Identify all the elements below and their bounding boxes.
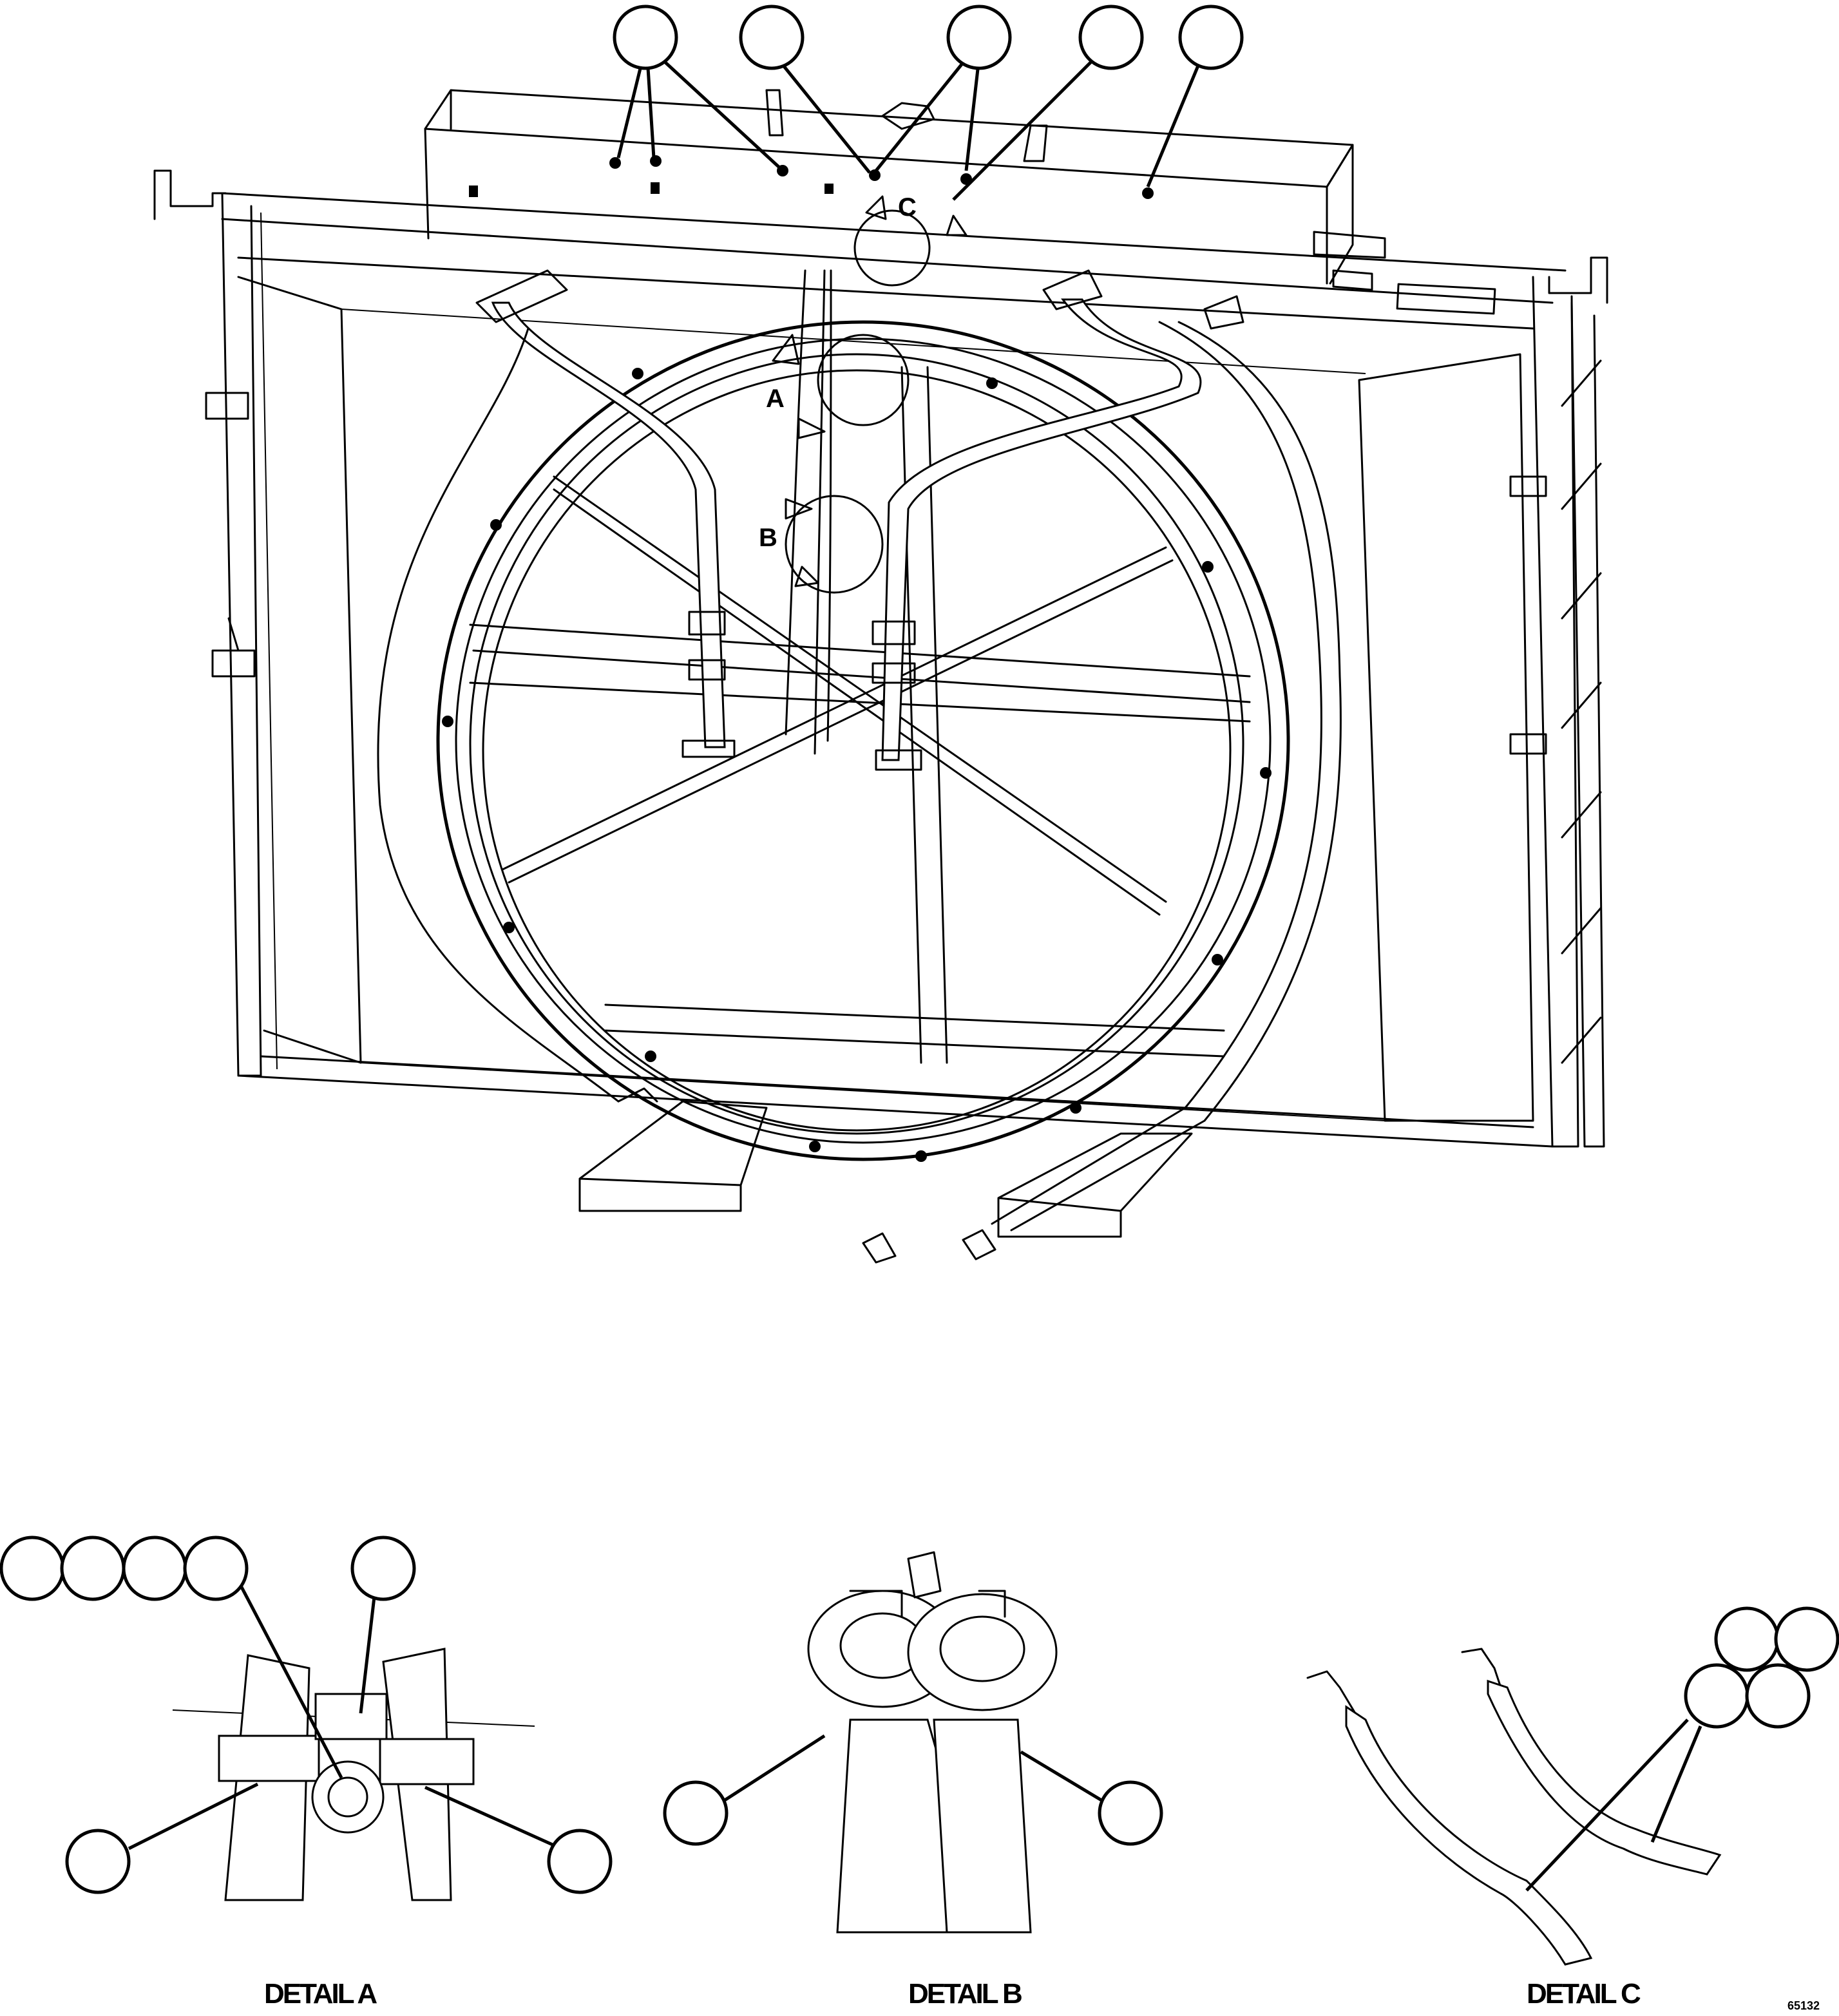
left-overflow-tube [377,327,620,1103]
item-balloon [613,5,678,70]
detail-b-right-hose [933,1718,1032,1934]
vent-lines [785,269,826,755]
detail-c-view [1306,1648,1722,1966]
detail-a-view [172,1648,535,1901]
right-post [1532,276,1579,1148]
tank-fittings [469,155,1154,199]
item-balloon [350,1536,416,1601]
detail-a-caption: DETAIL A [264,1978,377,2010]
item-balloon [1774,1606,1839,1672]
item-balloon [1178,5,1244,70]
left-post [221,192,262,1077]
right-lift-bracket [1548,256,1608,304]
nameplate [1396,283,1496,315]
detail-a-circle [817,334,910,426]
detail-b-caption: DETAIL B [908,1978,1022,2010]
skid-runners [578,1100,1193,1238]
top-rail-lower [221,218,1554,304]
item-balloon [739,5,805,70]
detail-c-hose-left [1345,1705,1593,1966]
top-rail-upper [221,192,1567,272]
item-balloon [1098,1780,1163,1846]
tank-top-face [424,89,1354,188]
bottom-rail [237,1074,1554,1148]
item-balloon [65,1829,131,1894]
main-view-balloons [613,5,1244,201]
item-balloon [0,1536,65,1601]
item-balloon [1078,5,1144,70]
item-balloon [946,5,1012,70]
left-lift-bracket [153,169,227,220]
fan-ring [436,320,1290,1161]
drawing-number: 65132 [1787,1999,1820,2012]
right-shroud-panel [1358,353,1534,1122]
left-side-brackets [205,392,256,678]
detail-marker-a: A [766,385,785,413]
top-tank [424,89,1496,315]
item-balloon [1684,1663,1749,1729]
right-coolant-pipe [881,298,1202,761]
detail-c-balloons [1525,1606,1839,1892]
coolant-hoses [377,269,1342,1264]
detail-marker-c: C [898,193,917,222]
left-shroud-panel [237,276,362,1064]
detail-c-elbow-right [1461,1648,1502,1689]
detail-callouts: A B C [759,193,967,594]
radiator-frame-assembly [153,169,1608,1148]
item-balloon [663,1780,729,1846]
item-balloon [547,1829,613,1894]
detail-c-hose-right [1487,1679,1722,1876]
item-balloon [122,1536,187,1601]
detail-c-caption: DETAIL C [1527,1978,1641,2010]
detail-b-left-hose [836,1718,948,1934]
item-balloon [60,1536,126,1601]
overflow-hose-right [991,321,1322,1225]
left-coolant-pipe [491,301,726,748]
item-balloon [183,1536,249,1601]
right-ladder-brackets [1509,359,1602,1064]
detail-b-circle [785,495,884,594]
top-rail-bottom [237,256,1534,330]
detail-a-fitting [311,1760,385,1834]
detail-marker-b: B [759,524,777,552]
detail-c-circle [853,209,931,287]
ring-bolts [442,368,1272,1162]
fan-guard-spokes [469,366,1251,1064]
detail-b-balloons [663,1734,1163,1846]
detail-a-balloons [0,1536,613,1894]
item-balloon [1714,1606,1780,1672]
item-balloon [1745,1663,1811,1729]
detail-c-elbow-left [1306,1670,1360,1721]
detail-b-view [807,1551,1058,1934]
